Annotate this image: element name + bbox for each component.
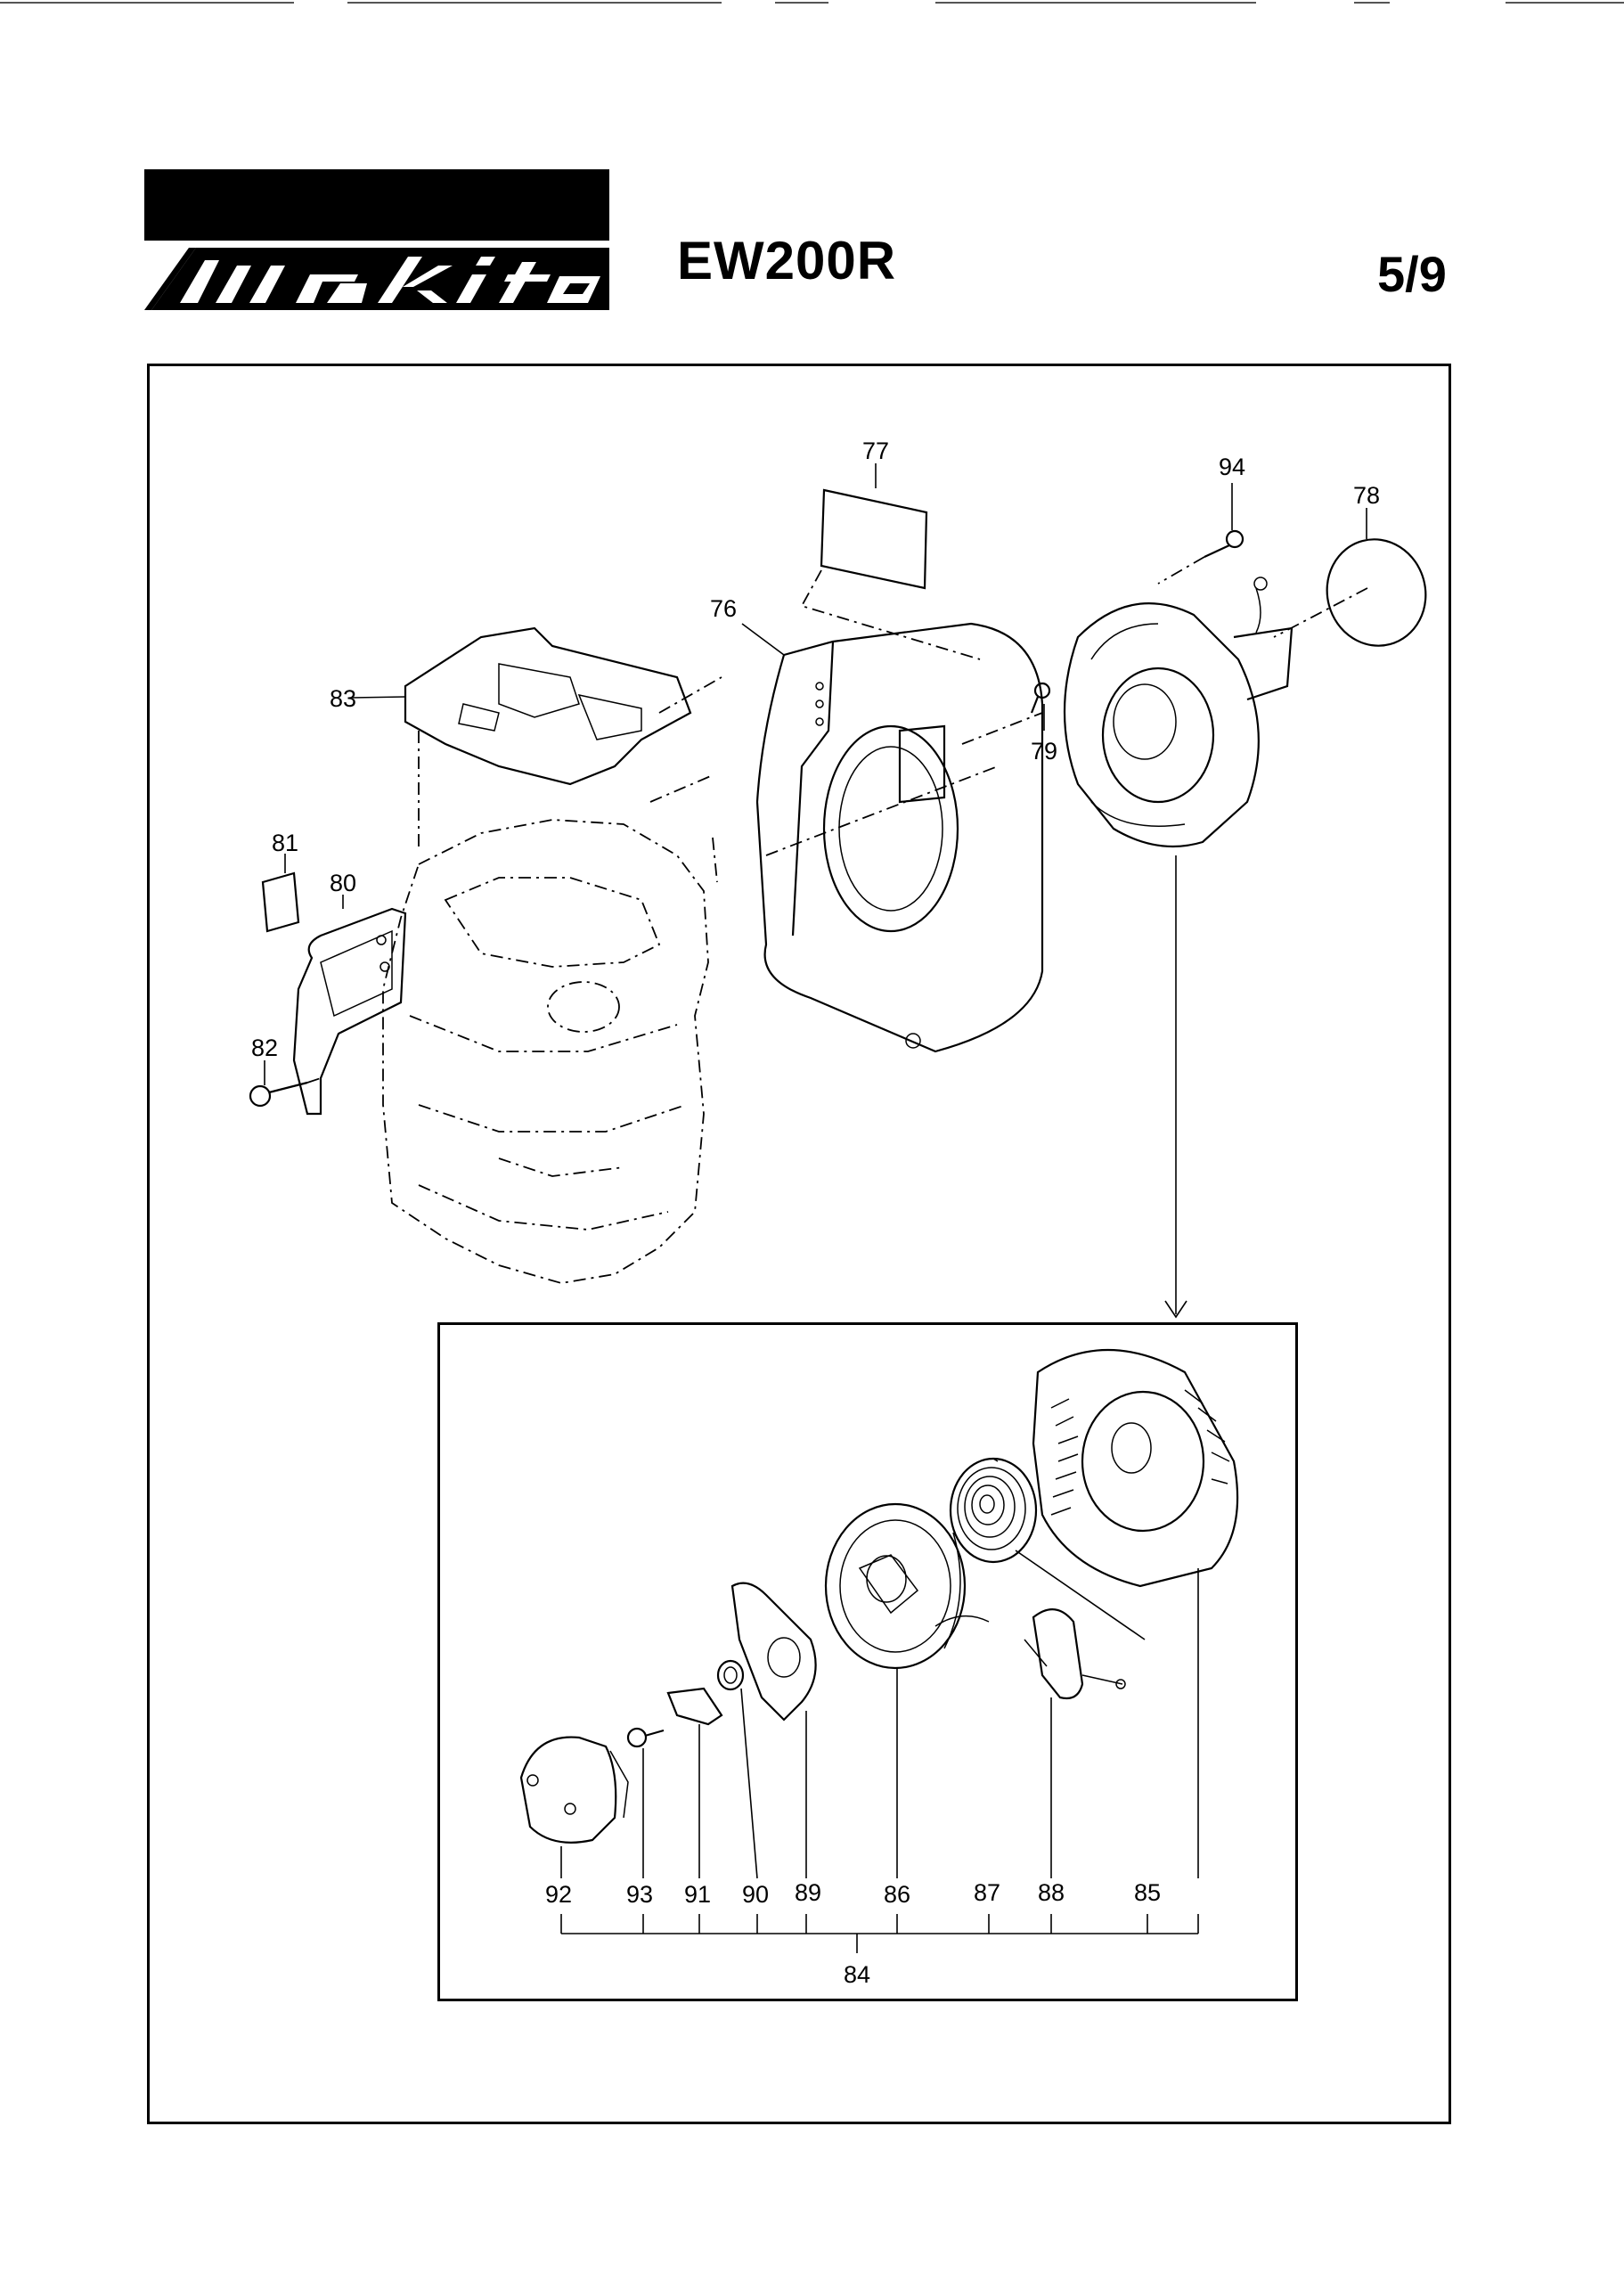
part-94-bolt: [1157, 483, 1245, 585]
scan-edge-mark: [1506, 2, 1624, 4]
model-number: EW200R: [677, 231, 897, 290]
diagram-frame: [147, 364, 1451, 2124]
part-78-emblem: [1273, 508, 1427, 647]
callout-82: 82: [251, 1035, 278, 1061]
recoil-starter-assembled: [1063, 577, 1293, 1319]
scan-edge-mark: [775, 2, 828, 4]
callout-77: 77: [862, 438, 889, 464]
scan-edge-mark: [0, 2, 294, 4]
callout-84: 84: [844, 1961, 870, 1988]
part-82-bolt: [249, 1060, 322, 1108]
callout-91: 91: [684, 1881, 711, 1908]
part-90-spring: [716, 1659, 758, 1879]
scan-edge-mark: [1354, 2, 1390, 4]
recoil-starter-assembly-inset: [437, 1322, 1298, 2001]
callout-85: 85: [1134, 1879, 1161, 1906]
part-81-label: [261, 854, 300, 933]
callout-89: 89: [795, 1879, 821, 1906]
callout-86: 86: [884, 1881, 910, 1908]
part-80-side-cover: [292, 895, 407, 1116]
callout-81: 81: [272, 830, 298, 856]
part-76-fan-shroud: [741, 622, 1044, 1053]
callout-87: 87: [974, 1879, 1000, 1906]
callout-88: 88: [1038, 1879, 1065, 1906]
callout-94: 94: [1219, 454, 1245, 480]
part-84-bracket: [560, 1914, 1199, 1953]
callout-80: 80: [330, 870, 356, 896]
part-88-handle: [1024, 1608, 1126, 1878]
callout-76: 76: [710, 595, 737, 622]
callout-92: 92: [545, 1881, 572, 1908]
scan-edge-mark: [347, 2, 722, 4]
part-83-cover-plate: [351, 626, 722, 846]
callout-79: 79: [1031, 738, 1057, 765]
page-number: 5/9: [1377, 246, 1447, 302]
engine-block-outline: [382, 819, 718, 1284]
part-87-recoil-spring: [934, 1457, 1146, 1640]
callout-78: 78: [1353, 482, 1380, 509]
scan-edge-mark: [935, 2, 1256, 4]
callout-83: 83: [330, 685, 356, 712]
part-92-starter-cup: [519, 1736, 629, 1878]
part-79-bolt: [1030, 682, 1051, 731]
part-85-starter-case: [1032, 1348, 1239, 1878]
part-89-ratchet-plate: [730, 1582, 817, 1878]
part-93-screw: [626, 1727, 665, 1878]
part-77-label: [800, 463, 981, 660]
callout-93: 93: [626, 1881, 653, 1908]
part-86-pulley: [824, 1502, 967, 1878]
callout-90: 90: [742, 1881, 769, 1908]
brand-logo: makita: [144, 169, 609, 310]
part-91-ratchet: [666, 1687, 723, 1878]
